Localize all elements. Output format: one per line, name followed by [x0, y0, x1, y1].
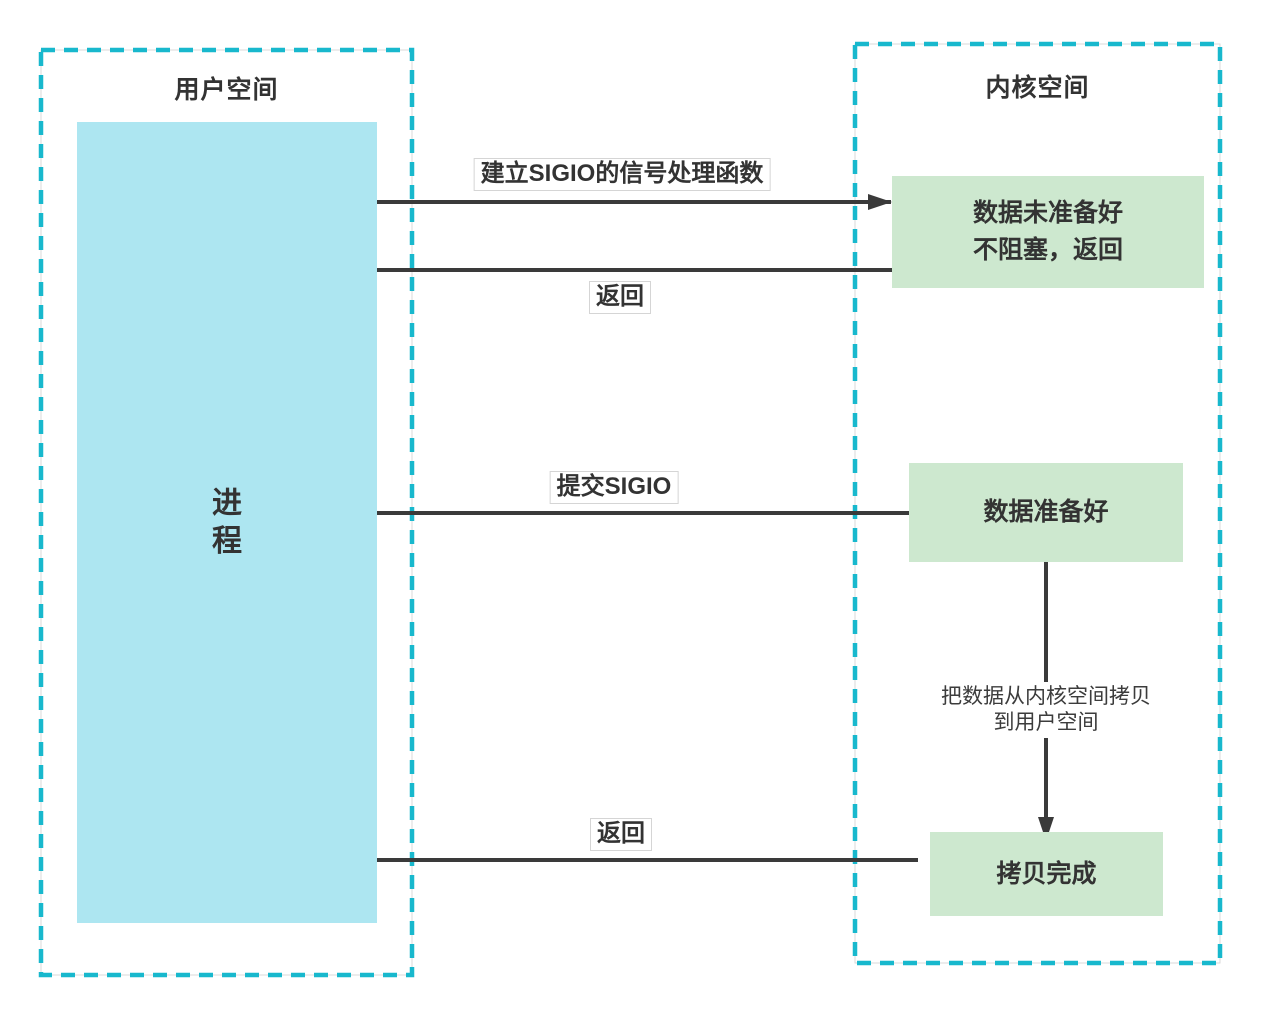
- label-return-bottom: 返回: [590, 818, 652, 851]
- kernel-space-underlay: [854, 43, 1221, 964]
- label-copy-note: 把数据从内核空间拷贝 到用户空间: [937, 682, 1155, 738]
- label-return-top: 返回: [589, 281, 651, 314]
- process-box: 进 程: [77, 122, 377, 923]
- process-label: 进 程: [212, 486, 242, 558]
- kernel-space-title: 内核空间: [985, 74, 1090, 102]
- node-data-ready: 数据准备好: [909, 463, 1183, 562]
- node-copy-done: 拷贝完成: [930, 832, 1163, 916]
- label-submit-sigio: 提交SIGIO: [549, 471, 679, 504]
- user-space-title: 用户空间: [174, 76, 279, 104]
- label-setup-sigio: 建立SIGIO的信号处理函数: [473, 158, 771, 191]
- node-data-not-ready: 数据未准备好 不阻塞，返回: [892, 176, 1204, 288]
